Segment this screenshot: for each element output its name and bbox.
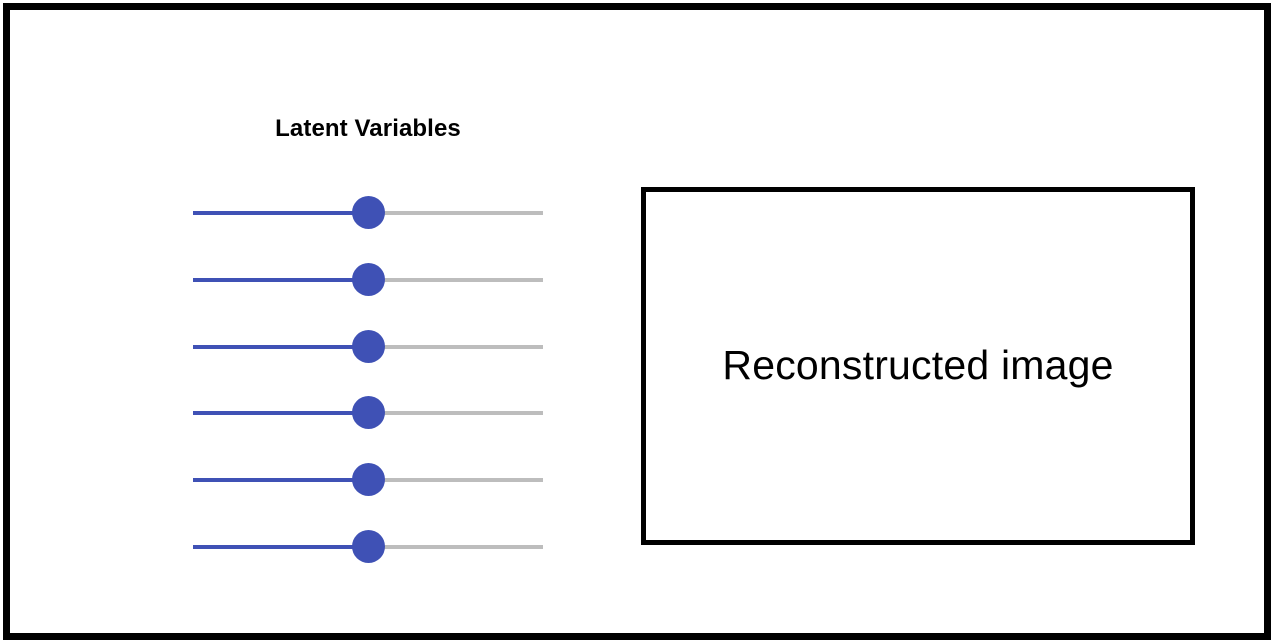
slider-6[interactable] [193,529,543,564]
slider-1[interactable] [193,196,543,230]
slider-2[interactable] [193,262,543,297]
reconstructed-image-box: Reconstructed image [641,187,1195,545]
slider-fill-2 [193,277,368,282]
slider-fill-3 [193,344,368,349]
slider-5[interactable] [193,463,543,497]
page-title: Latent Variables [275,115,461,142]
latent-variables-panel: Latent Variables [193,114,543,563]
slider-4[interactable] [193,396,543,430]
slider-thumb-5[interactable] [351,463,385,497]
slider-thumb-4[interactable] [351,396,385,430]
latent-slider-list [193,196,543,597]
slider-thumb-2[interactable] [351,262,385,296]
app-window-frame: Latent Variables Reconstructed image [3,3,1271,640]
slider-fill-5 [193,478,368,483]
slider-thumb-1[interactable] [351,196,385,229]
slider-fill-6 [193,544,368,549]
slider-3[interactable] [193,329,543,364]
slider-fill-1 [193,211,368,215]
slider-thumb-3[interactable] [351,329,385,363]
reconstructed-image-label: Reconstructed image [722,342,1114,389]
slider-fill-4 [193,411,368,416]
slider-thumb-6[interactable] [351,529,385,563]
